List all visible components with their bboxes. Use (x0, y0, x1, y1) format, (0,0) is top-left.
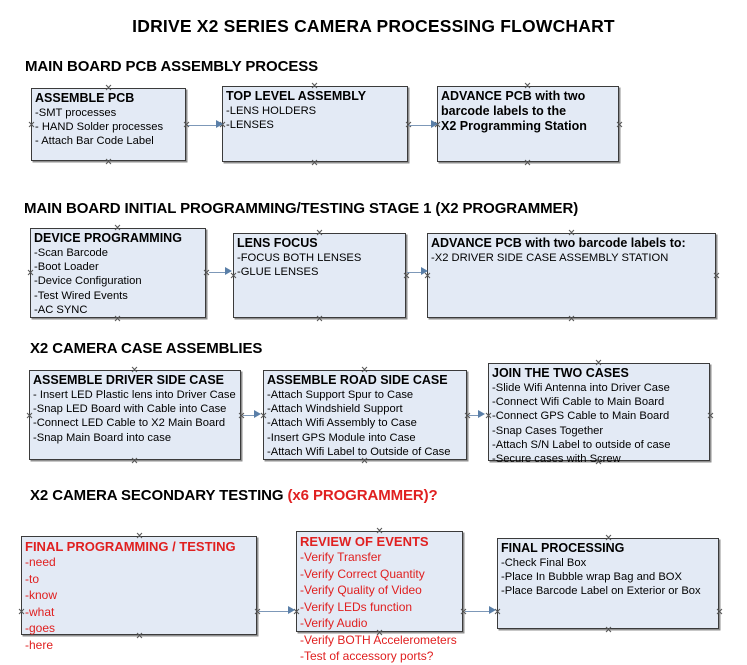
node-line: -to (25, 571, 40, 586)
node-line: -here (25, 637, 54, 652)
node-final-processing[interactable]: FINAL PROCESSING -Check Final Box -Place… (497, 538, 719, 629)
section-heading-2-text: MAIN BOARD INITIAL PROGRAMMING/TESTING S… (24, 200, 579, 217)
node-line: X2 Programming Station (441, 119, 587, 133)
node-line: -Snap Main Board into case (33, 431, 172, 444)
connector-arrow (469, 415, 480, 416)
node-line: -Verify Correct Quantity (300, 566, 425, 581)
connector-arrow (209, 272, 227, 273)
node-line: barcode labels to the (441, 104, 567, 118)
node-title: ADVANCE PCB with two (441, 89, 586, 103)
node-line: -Scan Barcode (34, 247, 109, 259)
node-line: -Device Configuration (34, 275, 142, 288)
node-line: -know (25, 588, 58, 602)
node-line: -AC SYNC (34, 303, 88, 316)
node-line: -Test of accessory ports? (300, 649, 434, 663)
node-line: -Attach Wifi Assembly to Case (267, 417, 417, 430)
node-title: TOP LEVEL ASSEMBLY (226, 89, 367, 103)
node-title: LENS FOCUS (237, 236, 318, 250)
node-line: -Connect LED Cable to X2 Main Board (33, 417, 226, 430)
connector-arrow (409, 125, 433, 126)
node-line: -Check Final Box (501, 557, 587, 569)
connector-arrow (465, 611, 491, 612)
node-line: - Attach Bar Code Label (35, 135, 154, 148)
node-line: -SMT processes (35, 107, 117, 119)
node-advance-pcb-programming-station[interactable]: ADVANCE PCB with two barcode labels to t… (437, 86, 619, 162)
connector-arrowhead-icon (216, 120, 223, 128)
connector-arrow (188, 125, 218, 126)
node-line: -X2 DRIVER SIDE CASE ASSEMBLY STATION (431, 252, 669, 264)
node-line: -Slide Wifi Antenna into Driver Case (492, 382, 670, 394)
section-heading-4: X2 CAMERA SECONDARY TESTING (x6 PROGRAMM… (30, 487, 438, 504)
connector-arrowhead-icon (431, 120, 438, 128)
node-line: - HAND Solder processes (35, 121, 164, 134)
node-line: -LENSES (226, 119, 274, 132)
node-line: -Snap LED Board with Cable into Case (33, 403, 227, 416)
connector-arrowhead-icon (254, 410, 261, 418)
node-line: -LENS HOLDERS (226, 105, 317, 117)
node-line: -Secure cases with Screw (492, 453, 621, 466)
node-title: ASSEMBLE ROAD SIDE CASE (267, 373, 448, 387)
node-assemble-driver-side-case[interactable]: ASSEMBLE DRIVER SIDE CASE - Insert LED P… (29, 370, 241, 460)
connector-arrow (259, 611, 289, 612)
node-line: -Boot Loader (34, 261, 99, 274)
section-heading-3-text: X2 CAMERA CASE ASSEMBLIES (30, 340, 263, 357)
node-device-programming[interactable]: DEVICE PROGRAMMING -Scan Barcode -Boot L… (30, 228, 206, 318)
node-title: REVIEW OF EVENTS (300, 534, 429, 549)
section-heading-1-text: MAIN BOARD PCB ASSEMBLY PROCESS (25, 58, 319, 75)
section-heading-4-text: X2 CAMERA SECONDARY TESTING (30, 487, 288, 504)
node-line: -Insert GPS Module into Case (267, 431, 416, 444)
node-line: -Verify Audio (300, 616, 368, 630)
connector-arrow (407, 272, 423, 273)
node-line: -Snap Cases Together (492, 424, 604, 437)
node-final-programming-testing[interactable]: FINAL PROGRAMMING / TESTING -need -to -k… (21, 536, 257, 652)
node-line: -Place Barcode Label on Exterior or Box (501, 585, 701, 598)
section-heading-3: X2 CAMERA CASE ASSEMBLIES (30, 340, 262, 357)
page-title: IDRIVE X2 SERIES CAMERA PROCESSING FLOWC… (132, 16, 615, 36)
node-review-of-events[interactable]: REVIEW OF EVENTS -Verify Transfer -Verif… (296, 531, 463, 663)
connector-arrowhead-icon (421, 267, 428, 275)
node-line: -Test Wired Events (34, 289, 128, 302)
connector-arrowhead-icon (489, 606, 496, 614)
node-join-the-two-cases[interactable]: JOIN THE TWO CASES -Slide Wifi Antenna i… (488, 363, 710, 465)
node-line: -Attach S/N Label to outside of case (492, 438, 671, 451)
node-lens-focus[interactable]: LENS FOCUS -FOCUS BOTH LENSES -GLUE LENS… (233, 233, 406, 318)
section-heading-4-accent: (x6 PROGRAMMER)? (287, 487, 438, 504)
node-line: -GLUE LENSES (237, 266, 319, 279)
node-title: ADVANCE PCB with two barcode labels to: (431, 236, 686, 250)
node-advance-pcb-driver-side-case[interactable]: ADVANCE PCB with two barcode labels to: … (427, 233, 716, 318)
node-line: -goes (25, 621, 56, 635)
node-assemble-road-side-case[interactable]: ASSEMBLE ROAD SIDE CASE -Attach Support … (263, 370, 467, 460)
node-line: -Verify Quality of Video (300, 583, 422, 597)
node-line: -Verify BOTH Accelerometers (300, 632, 457, 647)
connector-arrow (243, 415, 255, 416)
section-heading-1: MAIN BOARD PCB ASSEMBLY PROCESS (25, 58, 318, 75)
node-title: DEVICE PROGRAMMING (34, 231, 182, 245)
node-line: -FOCUS BOTH LENSES (237, 252, 362, 264)
node-line: -need (25, 555, 56, 569)
node-line: -Connect Wifi Cable to Main Board (492, 396, 665, 409)
node-title: FINAL PROCESSING (501, 541, 625, 555)
node-title: FINAL PROGRAMMING / TESTING (25, 539, 236, 554)
node-line: -Attach Wifi Label to Outside of Case (267, 445, 451, 458)
node-title: ASSEMBLE PCB (35, 91, 135, 105)
node-line: -Connect GPS Cable to Main Board (492, 410, 670, 423)
node-line: -Place In Bubble wrap Bag and BOX (501, 571, 682, 584)
node-title: ASSEMBLE DRIVER SIDE CASE (33, 373, 225, 387)
connector-arrowhead-icon (478, 410, 485, 418)
node-line: - Insert LED Plastic lens into Driver Ca… (33, 389, 236, 401)
node-line: -Verify LEDs function (300, 599, 413, 614)
node-line: -Verify Transfer (300, 550, 382, 564)
connector-arrowhead-icon (288, 606, 295, 614)
node-top-level-assembly[interactable]: TOP LEVEL ASSEMBLY -LENS HOLDERS -LENSES (222, 86, 408, 162)
section-heading-2: MAIN BOARD INITIAL PROGRAMMING/TESTING S… (24, 200, 578, 217)
node-title: JOIN THE TWO CASES (492, 366, 629, 380)
node-assemble-pcb[interactable]: ASSEMBLE PCB -SMT processes - HAND Solde… (31, 88, 186, 161)
node-line: -Attach Windshield Support (267, 403, 403, 416)
connector-arrowhead-icon (225, 267, 232, 275)
node-line: -what (25, 604, 55, 619)
node-line: -Attach Support Spur to Case (267, 389, 414, 401)
